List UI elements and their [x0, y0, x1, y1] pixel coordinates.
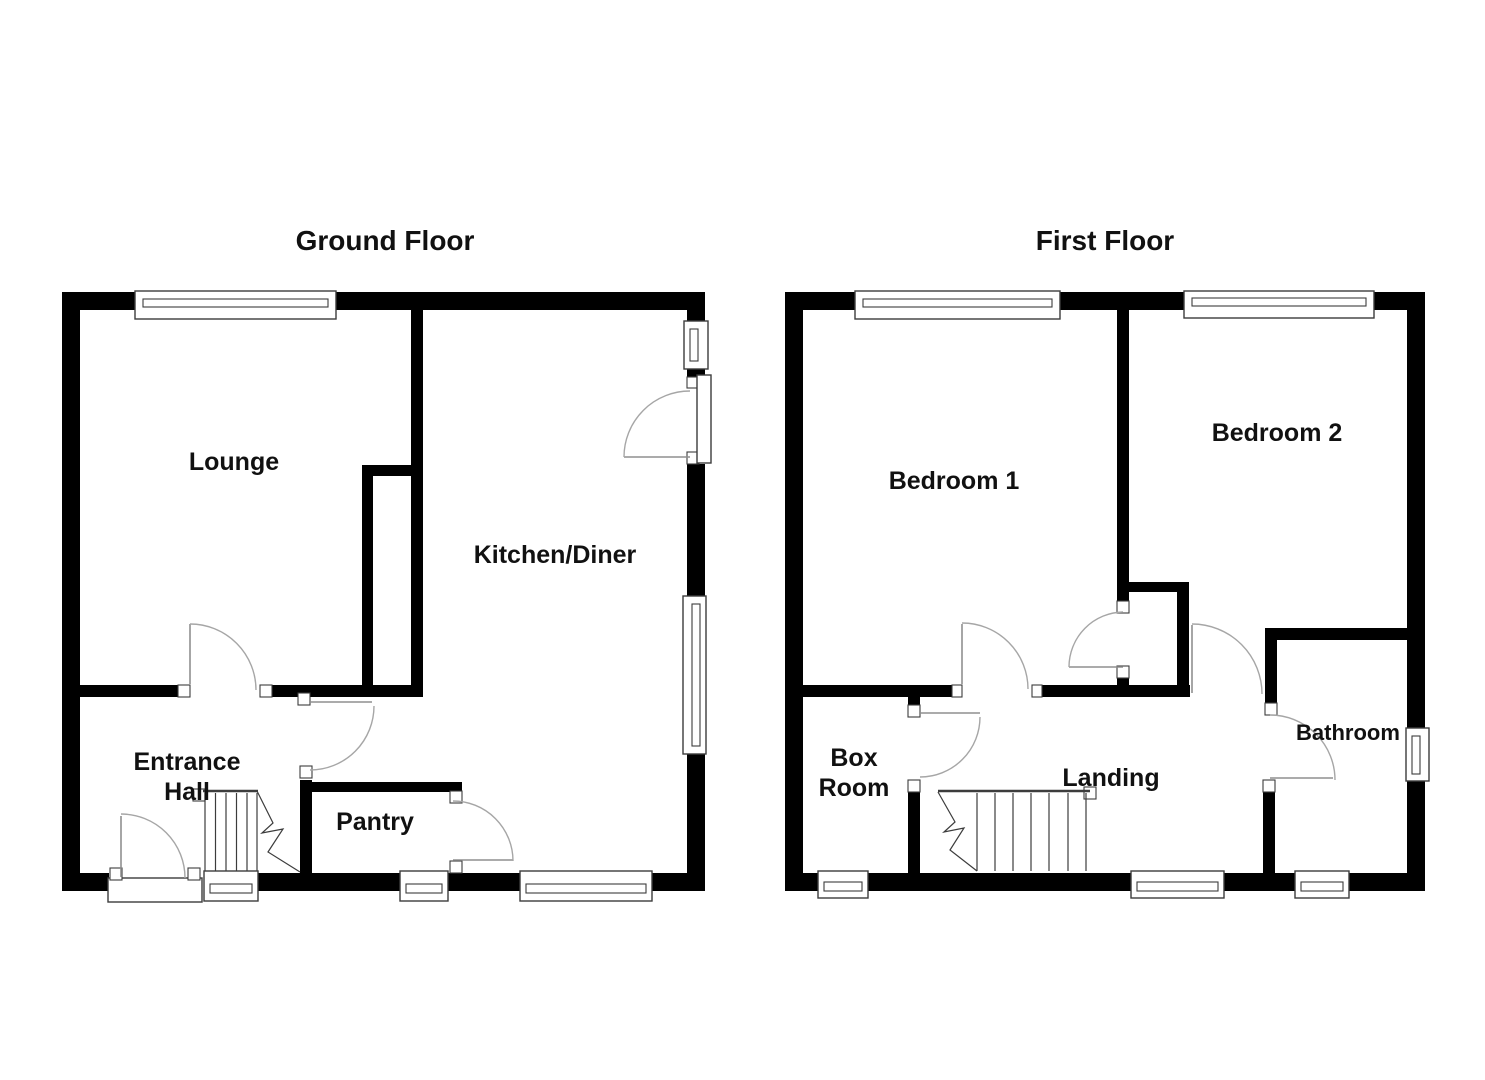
kitchen-back-door [623, 374, 712, 465]
gf-wall-lounge-bottom-right [272, 685, 423, 697]
ff-closet-top-wall [1125, 582, 1189, 592]
kitchen-side-window-tall [682, 595, 707, 755]
first-floor-windows [817, 290, 1430, 899]
entrance-hall-label-line1: Entrance [134, 748, 241, 776]
pantry-bottom-window [399, 870, 449, 902]
hall-bottom-window [203, 870, 259, 902]
first-floor-title: First Floor [1036, 225, 1175, 256]
front-door-threshold [107, 877, 203, 903]
ff-wall-bottom-seg4 [1349, 873, 1425, 891]
gf-chimney-breast-left [362, 465, 373, 693]
front-door [109, 813, 201, 881]
gf-wall-left [62, 292, 80, 891]
ff-wall-top-seg3 [1374, 292, 1425, 310]
bedroom2-door [1191, 623, 1263, 695]
ff-wall-bottom-seg2 [868, 873, 1131, 891]
ff-closet-right-wall [1177, 582, 1189, 697]
gf-wall-pantry-left [300, 780, 312, 873]
ground-floor-doors [109, 374, 712, 881]
gf-wall-bottom-seg2 [258, 873, 401, 891]
ff-wall-top-seg2 [1060, 292, 1184, 310]
ff-wall-bottom-seg3 [1224, 873, 1295, 891]
bedroom2-window [1183, 290, 1375, 319]
gf-wall-right-seg2 [687, 368, 705, 378]
gf-wall-bottom-seg1 [62, 873, 109, 891]
ff-wall-left [785, 292, 803, 891]
ground-floor-windows [107, 290, 709, 903]
pantry-door [449, 790, 514, 874]
gf-stairs-break-line [256, 790, 301, 873]
ff-bathroom-west-wall-upper [1265, 640, 1277, 704]
ff-wall-middle-left [802, 685, 952, 697]
gf-wall-right-seg1 [687, 310, 705, 322]
ff-boxroom-wall [908, 792, 920, 873]
boxroom-door [907, 704, 981, 793]
first-floor-plan: First Floor [785, 225, 1430, 899]
lounge-label: Lounge [189, 448, 279, 476]
first-floor-labels: Bedroom 1 Bedroom 2 Box Room Landing Bat… [819, 419, 1400, 802]
ff-wall-top-seg1 [785, 292, 855, 310]
boxroom-bottom-window [817, 870, 869, 899]
gf-wall-lounge-kitchen-divider [411, 310, 423, 697]
ff-wall-bottom-seg1 [785, 873, 818, 891]
boxroom-label-line1: Box [830, 744, 877, 772]
ff-wall-right-seg1 [1407, 310, 1425, 728]
gf-wall-top-right [336, 292, 705, 310]
kitchen-bottom-window [519, 870, 653, 902]
ground-floor-stairs [192, 788, 301, 873]
entrance-hall-label-line2: Hall [164, 778, 210, 806]
ff-boxroom-wall-stub [908, 697, 920, 706]
bathroom-side-window [1405, 727, 1430, 782]
kitchen-diner-label: Kitchen/Diner [474, 541, 637, 569]
gf-wall-bottom-seg3 [447, 873, 521, 891]
gf-chimney-breast-top [362, 465, 411, 476]
ff-stairs-break-line [937, 791, 978, 872]
ground-floor-labels: Lounge Kitchen/Diner Entrance Hall Pantr… [134, 448, 637, 836]
gf-wall-top-left [62, 292, 135, 310]
gf-wall-right-seg3 [687, 464, 705, 597]
first-floor-stairs [937, 786, 1097, 872]
bathroom-door [1262, 702, 1336, 793]
pantry-label: Pantry [336, 808, 414, 836]
landing-label: Landing [1062, 764, 1159, 792]
ground-floor-plan: Ground Floor [62, 225, 712, 903]
bedroom2-label: Bedroom 2 [1212, 419, 1343, 447]
bedroom1-closet-door [1068, 600, 1130, 679]
bedroom1-window [854, 290, 1061, 320]
ff-wall-middle-right [1042, 685, 1190, 697]
gf-wall-bottom-seg4 [651, 873, 705, 891]
lounge-window [134, 290, 337, 320]
ground-floor-walls [62, 292, 705, 891]
kitchen-side-window-small [683, 320, 709, 370]
first-floor-walls [785, 292, 1425, 891]
bedroom1-label: Bedroom 1 [889, 467, 1020, 495]
bedroom1-door [951, 622, 1043, 698]
ff-bathroom-top-wall [1265, 628, 1408, 640]
gf-wall-right-seg4 [687, 753, 705, 891]
gf-wall-pantry-top [300, 782, 462, 792]
ground-floor-title: Ground Floor [296, 225, 475, 256]
bathroom-bottom-window [1294, 870, 1350, 899]
boxroom-label-line2: Room [819, 774, 890, 802]
ff-wall-bedroom-divider [1117, 310, 1129, 602]
bathroom-label: Bathroom [1296, 720, 1400, 745]
ff-wall-right-seg2 [1407, 781, 1425, 891]
ff-bathroom-west-wall-lower [1263, 792, 1275, 873]
landing-bottom-window [1130, 870, 1225, 899]
hall-kitchen-door [297, 692, 375, 779]
lounge-door [177, 623, 273, 698]
gf-wall-lounge-bottom-left [80, 685, 178, 697]
first-floor-doors [907, 600, 1336, 793]
